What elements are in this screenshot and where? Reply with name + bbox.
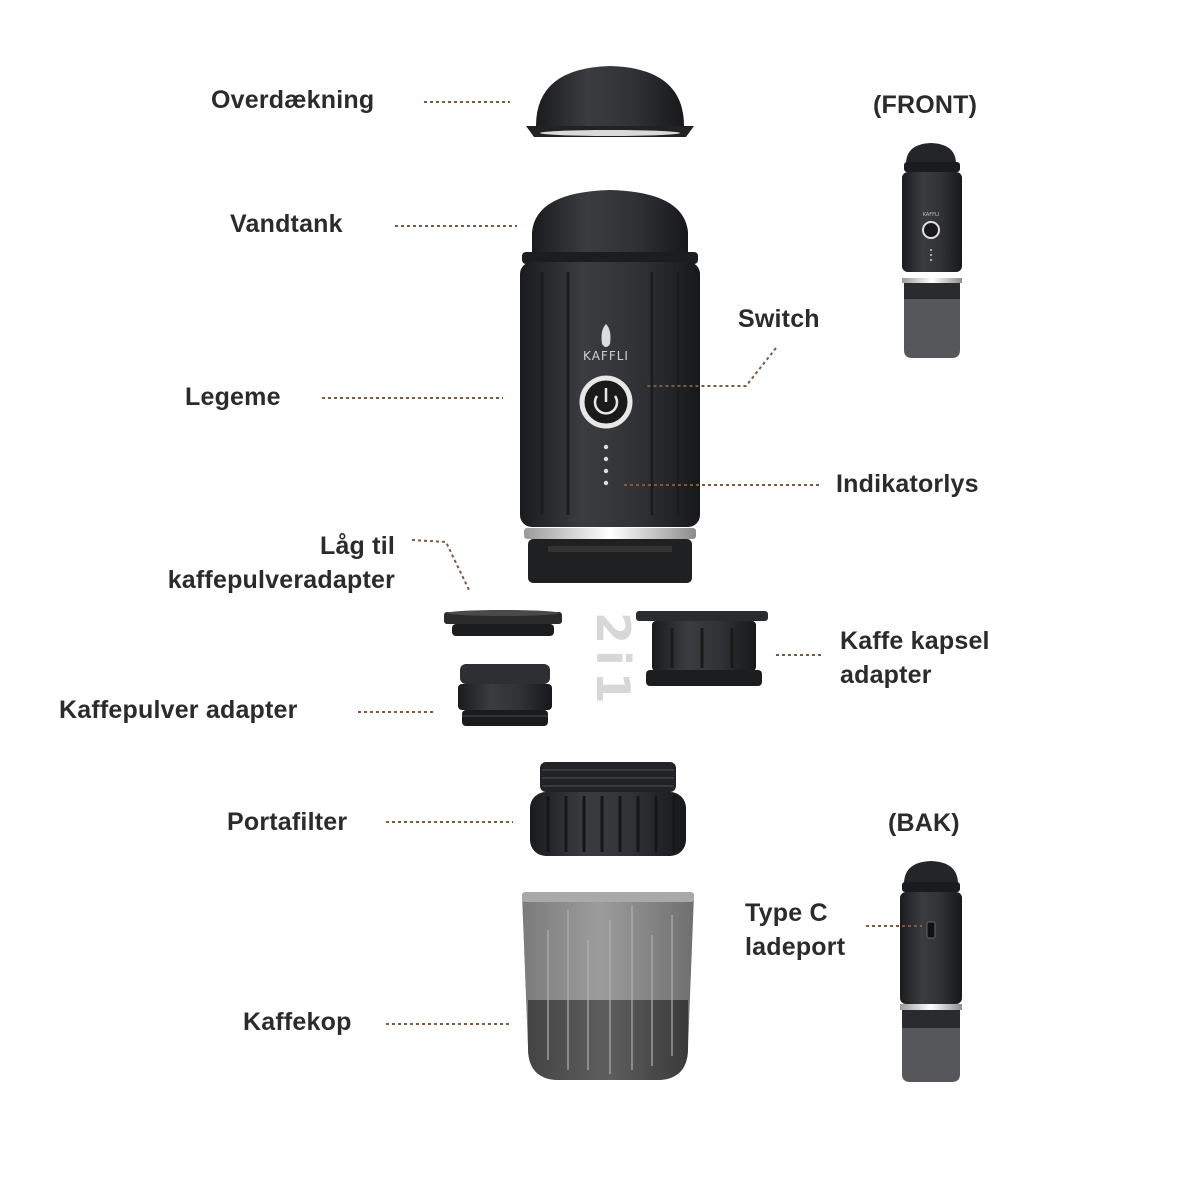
usb-c-port: [926, 921, 936, 939]
chrome-ring: [524, 528, 696, 539]
coffee-bean-icon: [601, 324, 611, 347]
powder-lid-part: [444, 610, 562, 636]
label-cover: Overdækning: [211, 86, 375, 114]
front-view-brand: KAFFLI: [923, 212, 940, 218]
leader-lines: [322, 101, 922, 1025]
svg-text:KAFFLI: KAFFLI: [583, 349, 629, 363]
indicator-lights: [603, 444, 609, 486]
cover-part: [526, 66, 694, 137]
front-view-title: (FRONT): [873, 91, 978, 119]
label-switch: Switch: [738, 305, 820, 333]
label-body: Legeme: [185, 383, 281, 411]
portafilter-part: [530, 762, 686, 856]
powder-adapter-part: [458, 664, 552, 726]
power-icon: [593, 395, 619, 415]
label-powder-lid: Låg til kaffepulveradapter: [167, 532, 395, 594]
label-capsule-adapter: Kaffe kapsel adapter: [840, 627, 990, 689]
label-cup: Kaffekop: [243, 1008, 352, 1036]
capsule-adapter-part: [636, 611, 768, 686]
label-powder-adapter: Kaffepulver adapter: [59, 696, 298, 724]
front-view-device: KAFFLI: [902, 143, 962, 358]
label-portafilter: Portafilter: [227, 808, 348, 836]
label-indicator-lights: Indikatorlys: [836, 470, 979, 498]
cup-part: [522, 892, 694, 1080]
two-in-one-badge: 2i1: [586, 612, 640, 710]
label-water-tank: Vandtank: [230, 210, 343, 238]
label-usb-port: Type C ladeport: [745, 899, 846, 961]
main-body-part: [520, 190, 700, 583]
back-view-title: (BAK): [888, 809, 960, 837]
brand-logo-text: KAFFLI: [583, 349, 629, 363]
back-view-device: [900, 861, 962, 1082]
